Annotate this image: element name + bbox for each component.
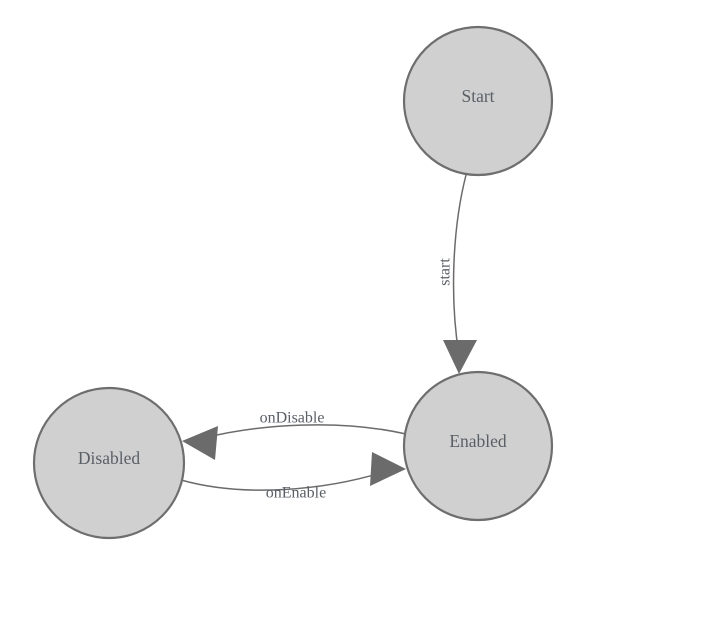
node-disabled-circle (32, 386, 186, 540)
edge-enabled-to-disabled-line (203, 424, 407, 439)
edge-label-start: start (437, 258, 454, 286)
edge-group: start onDisable onEnable (180, 174, 477, 502)
edge-start-to-enabled-line (452, 174, 467, 356)
edge-label-ondisable: onDisable (260, 410, 325, 427)
edge-start-to-enabled-arrowhead (443, 340, 477, 374)
edge-enabled-to-disabled[interactable]: onDisable (182, 410, 407, 460)
edge-start-to-enabled[interactable]: start (437, 174, 477, 374)
edge-disabled-to-enabled-arrowhead (370, 452, 406, 486)
edge-disabled-to-enabled-line (180, 471, 385, 491)
edge-enabled-to-disabled-arrowhead (182, 426, 218, 460)
edge-label-onenable: onEnable (266, 485, 326, 502)
node-enabled-circle (402, 370, 554, 522)
node-start-label: Start (461, 86, 494, 106)
node-disabled-label: Disabled (78, 448, 140, 468)
node-start-circle (402, 25, 554, 177)
node-enabled-label: Enabled (449, 431, 507, 451)
node-enabled[interactable]: Enabled (402, 370, 554, 522)
node-disabled[interactable]: Disabled (32, 386, 186, 540)
node-group: Start Disabled Enabled (32, 25, 554, 540)
node-start[interactable]: Start (402, 25, 554, 177)
edge-disabled-to-enabled[interactable]: onEnable (180, 452, 406, 502)
